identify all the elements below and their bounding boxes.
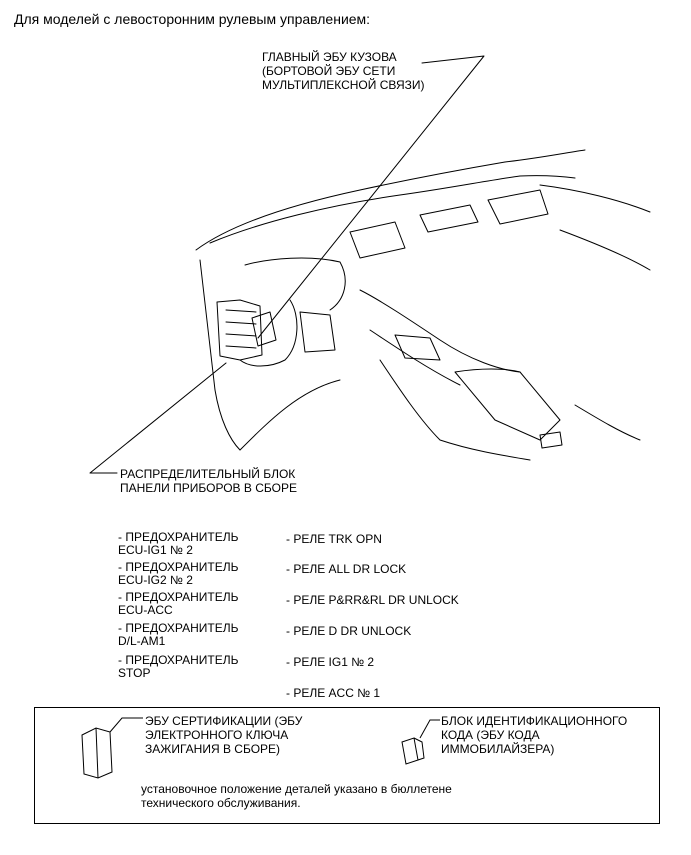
- console-slot: [539, 431, 563, 449]
- id-box-icon-side: [413, 737, 425, 761]
- cert-ecu-label-line: ЭЛЕКТРОННОГО КЛЮЧА: [145, 728, 289, 742]
- note-box: [34, 707, 660, 824]
- cluster-hood: [244, 257, 346, 311]
- fuse-type: - ПРЕДОХРАНИТЕЛЬ: [118, 621, 239, 635]
- relay-item: - РЕЛЕ ACC № 1: [286, 686, 381, 700]
- fuse-type: - ПРЕДОХРАНИТЕЛЬ: [118, 653, 239, 667]
- body-ecu-leader-line: [257, 55, 485, 339]
- fuse-name: ECU-IG2 № 2: [118, 573, 193, 587]
- fuse-name: ECU-IG1 № 2: [118, 543, 193, 557]
- cert-ecu-label: ЭБУ СЕРТИФИКАЦИИ (ЭБУ ЭЛЕКТРОННОГО КЛЮЧА…: [145, 714, 302, 756]
- note-text: установочное положение деталей указано в…: [141, 782, 452, 810]
- relay-item: - РЕЛЕ ALL DR LOCK: [286, 562, 407, 576]
- junction-block-label-line: ПАНЕЛИ ПРИБОРОВ В СБОРЕ: [120, 481, 297, 495]
- door-lower-line: [559, 229, 651, 271]
- relay-item: - РЕЛЕ TRK OPN: [286, 532, 382, 546]
- relay-item: - РЕЛЕ P&RR&RL DR UNLOCK: [286, 593, 459, 607]
- floor-line: [379, 359, 531, 461]
- dash-top-line: [195, 161, 506, 251]
- lower-dash: [239, 379, 341, 451]
- fuse-type: - ПРЕДОХРАНИТЕЛЬ: [118, 530, 239, 544]
- door-line: [539, 184, 651, 213]
- left-dash-edge: [199, 259, 241, 451]
- id-box-label: БЛОК ИДЕНТИФИКАЦИОННОГО КОДА (ЭБУ КОДА И…: [441, 714, 627, 756]
- body-ecu-label-line: (БОРТОВОЙ ЭБУ СЕТИ: [262, 64, 396, 78]
- fuse-name: D/L-AM1: [118, 634, 166, 648]
- note-text-line: установочное положение деталей указано в…: [141, 782, 452, 796]
- a-pillar-line: [504, 149, 586, 163]
- fuse-name: STOP: [118, 666, 151, 680]
- cert-ecu-label-line: ЭБУ СЕРТИФИКАЦИИ (ЭБУ: [145, 714, 303, 728]
- junction-block-leader-line: [89, 362, 227, 474]
- fuse-item: - ПРЕДОХРАНИТЕЛЬ ECU-IG1 № 2: [118, 531, 238, 557]
- body-ecu-label: ГЛАВНЫЙ ЭБУ КУЗОВА (БОРТОВОЙ ЭБУ СЕТИ МУ…: [262, 50, 425, 92]
- fuse-type: - ПРЕДОХРАНИТЕЛЬ: [118, 560, 239, 574]
- note-text-line: технического обслуживания.: [141, 796, 301, 810]
- fuse-name: ECU-ACC: [118, 603, 173, 617]
- armrest: [454, 368, 561, 441]
- body-ecu-shape: [251, 311, 277, 347]
- fuse-item: - ПРЕДОХРАНИТЕЛЬ STOP: [118, 654, 238, 680]
- relay-item: - РЕЛЕ IG1 № 2: [286, 655, 375, 669]
- shifter-panel: [394, 334, 441, 361]
- junction-block-detail: [225, 309, 257, 349]
- id-box-leader-line: [419, 719, 440, 739]
- cert-ecu-leader-line: [109, 717, 143, 733]
- body-ecu-label-line: МУЛЬТИПЛЕКСНОЙ СВЯЗИ): [262, 78, 425, 92]
- console-mid: [369, 329, 461, 386]
- fuse-item: - ПРЕДОХРАНИТЕЛЬ D/L-AM1: [118, 622, 238, 648]
- fuse-type: - ПРЕДОХРАНИТЕЛЬ: [118, 590, 239, 604]
- id-box-label-line: КОДА (ЭБУ КОДА: [441, 728, 540, 742]
- column-cover: [299, 311, 336, 353]
- center-vent: [419, 204, 479, 233]
- page-heading: Для моделей с левосторонним рулевым упра…: [14, 11, 371, 27]
- fuse-item: - ПРЕДОХРАНИТЕЛЬ ECU-IG2 № 2: [118, 561, 238, 587]
- junction-block-label: РАСПРЕДЕЛИТЕЛЬНЫЙ БЛОК ПАНЕЛИ ПРИБОРОВ В…: [120, 467, 297, 495]
- junction-block-shape: [216, 299, 263, 361]
- cert-ecu-icon-edge: [95, 727, 99, 779]
- right-vent: [487, 189, 549, 225]
- id-box-icon: [401, 737, 419, 765]
- junction-block-label-line: РАСПРЕДЕЛИТЕЛЬНЫЙ БЛОК: [120, 467, 296, 481]
- dash-top-inner-line: [209, 175, 521, 244]
- center-display: [349, 221, 406, 259]
- right-floor-line: [574, 404, 641, 441]
- id-box-label-line: БЛОК ИДЕНТИФИКАЦИОННОГО: [441, 714, 628, 728]
- cert-ecu-label-line: ЗАЖИГАНИЯ В СБОРЕ): [145, 742, 281, 756]
- dash-right-curve: [519, 175, 576, 179]
- relay-item: - РЕЛЕ D DR UNLOCK: [286, 624, 412, 638]
- console-upper: [359, 289, 521, 373]
- body-ecu-label-line: ГЛАВНЫЙ ЭБУ КУЗОВА: [262, 50, 397, 64]
- fuse-item: - ПРЕДОХРАНИТЕЛЬ ECU-ACC: [118, 591, 238, 617]
- id-box-label-line: ИММОБИЛАЙЗЕРА): [441, 742, 555, 756]
- steering-column: [239, 299, 298, 367]
